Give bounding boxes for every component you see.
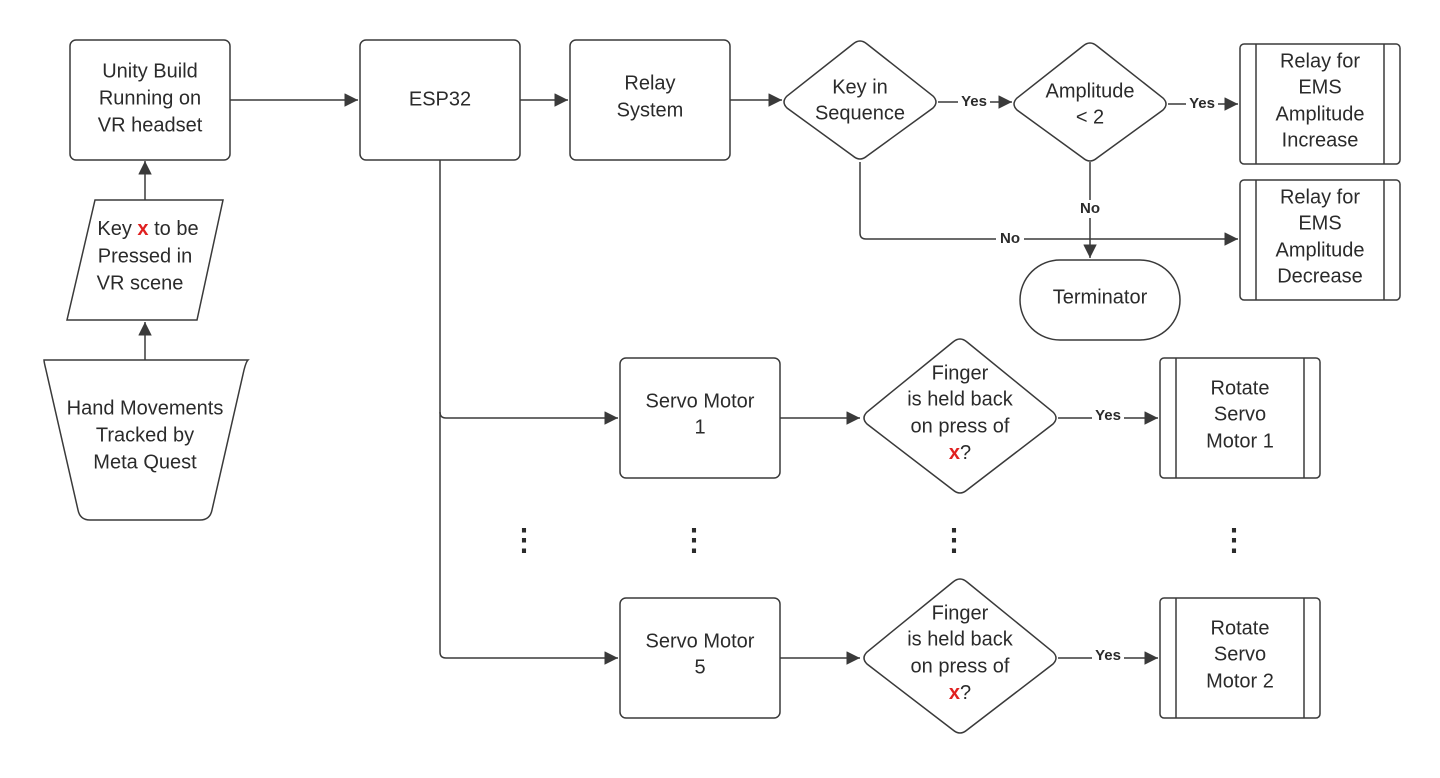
svg-text:EMS: EMS xyxy=(1298,76,1341,98)
svg-text:Meta Quest: Meta Quest xyxy=(93,451,197,473)
svg-text:< 2: < 2 xyxy=(1076,106,1104,128)
svg-text:Rotate: Rotate xyxy=(1211,377,1270,399)
svg-text:x?: x? xyxy=(949,682,971,704)
finger5-x-accent: x xyxy=(949,682,960,704)
key-in-sequence-decision: Key in Sequence xyxy=(783,40,937,160)
key-pressed-node: Key x to be Pressed in VR scene xyxy=(66,199,224,321)
svg-text:VR headset: VR headset xyxy=(98,114,203,136)
edge-label-sequence-yes: Yes xyxy=(961,93,987,110)
edge-esp32-to-servo1 xyxy=(439,160,618,425)
svg-text:Key in: Key in xyxy=(832,76,888,98)
svg-text:Servo Motor: Servo Motor xyxy=(646,390,755,412)
svg-text:Servo: Servo xyxy=(1214,403,1266,425)
svg-text:Rotate: Rotate xyxy=(1211,617,1270,639)
edge-label-sequence-no: No xyxy=(1000,230,1020,247)
finger1-x-accent: x xyxy=(949,442,960,464)
svg-text:5: 5 xyxy=(694,656,705,678)
svg-text:Key x to be: Key x to be xyxy=(97,218,198,240)
servo-motor-5-node: Servo Motor 5 xyxy=(619,597,781,719)
svg-text:System: System xyxy=(617,99,684,121)
svg-text:Amplitude: Amplitude xyxy=(1276,103,1365,125)
relay-increase-node: Relay for EMS Amplitude Increase xyxy=(1239,43,1401,165)
svg-text:ESP32: ESP32 xyxy=(409,88,471,110)
svg-text:x?: x? xyxy=(949,442,971,464)
servo-motor-1-node: Servo Motor 1 xyxy=(619,357,781,479)
svg-text:Servo: Servo xyxy=(1214,643,1266,665)
svg-text:Amplitude: Amplitude xyxy=(1046,80,1135,102)
edge-esp32-to-servo5 xyxy=(439,412,618,665)
terminator-node: Terminator xyxy=(1019,259,1181,341)
svg-text:VR scene: VR scene xyxy=(97,272,184,294)
svg-text:is held back: is held back xyxy=(907,388,1014,410)
svg-text:1: 1 xyxy=(694,416,705,438)
svg-text:on press of: on press of xyxy=(911,415,1010,437)
ellipsis-finger: ⋮ xyxy=(939,524,969,557)
svg-text:Relay for: Relay for xyxy=(1280,186,1360,208)
svg-text:on press of: on press of xyxy=(911,655,1010,677)
rotate-servo-1-node: Rotate Servo Motor 1 xyxy=(1159,357,1321,479)
edge-label-amplitude-no: No xyxy=(1080,200,1100,217)
edge-sequence-no-to-decrease xyxy=(859,162,1238,246)
hand-tracking-node: Hand Movements Tracked by Meta Quest xyxy=(43,359,250,521)
amplitude-decision: Amplitude < 2 xyxy=(1013,42,1167,162)
svg-text:is held back: is held back xyxy=(907,628,1014,650)
svg-text:Relay for: Relay for xyxy=(1280,50,1360,72)
svg-text:Decrease: Decrease xyxy=(1277,265,1363,287)
edge-label-finger5-yes: Yes xyxy=(1095,647,1121,664)
ellipsis-servo: ⋮ xyxy=(679,524,709,557)
edge-label-amplitude-yes: Yes xyxy=(1189,95,1215,112)
svg-text:Terminator: Terminator xyxy=(1053,286,1148,308)
svg-text:Amplitude: Amplitude xyxy=(1276,239,1365,261)
svg-text:Servo Motor: Servo Motor xyxy=(646,630,755,652)
svg-text:Relay: Relay xyxy=(624,72,675,94)
svg-text:Increase: Increase xyxy=(1282,129,1359,151)
svg-text:EMS: EMS xyxy=(1298,212,1341,234)
svg-text:Sequence: Sequence xyxy=(815,102,905,124)
ellipsis-branch: ⋮ xyxy=(509,524,539,557)
ellipsis-rotate: ⋮ xyxy=(1219,524,1249,557)
relay-system-node: Relay System xyxy=(569,39,731,161)
svg-text:Motor 2: Motor 2 xyxy=(1206,670,1274,692)
svg-text:Hand Movements: Hand Movements xyxy=(67,397,224,419)
relay-decrease-node: Relay for EMS Amplitude Decrease xyxy=(1239,179,1401,301)
svg-text:Pressed in: Pressed in xyxy=(98,245,193,267)
svg-text:Finger: Finger xyxy=(932,602,989,624)
finger-held-decision-5: Finger is held back on press of x? xyxy=(863,578,1057,734)
svg-text:Finger: Finger xyxy=(932,362,989,384)
rotate-servo-2-node: Rotate Servo Motor 2 xyxy=(1159,597,1321,719)
finger-held-decision-1: Finger is held back on press of x? xyxy=(863,338,1057,494)
svg-text:Unity Build: Unity Build xyxy=(102,60,198,82)
edge-label-finger1-yes: Yes xyxy=(1095,407,1121,424)
svg-text:Motor 1: Motor 1 xyxy=(1206,430,1274,452)
svg-text:Running on: Running on xyxy=(99,87,201,109)
unity-build-node: Unity Build Running on VR headset xyxy=(69,39,231,161)
svg-text:Tracked by: Tracked by xyxy=(96,424,194,446)
esp32-node: ESP32 xyxy=(359,39,521,161)
key-x-accent: x xyxy=(137,218,148,240)
